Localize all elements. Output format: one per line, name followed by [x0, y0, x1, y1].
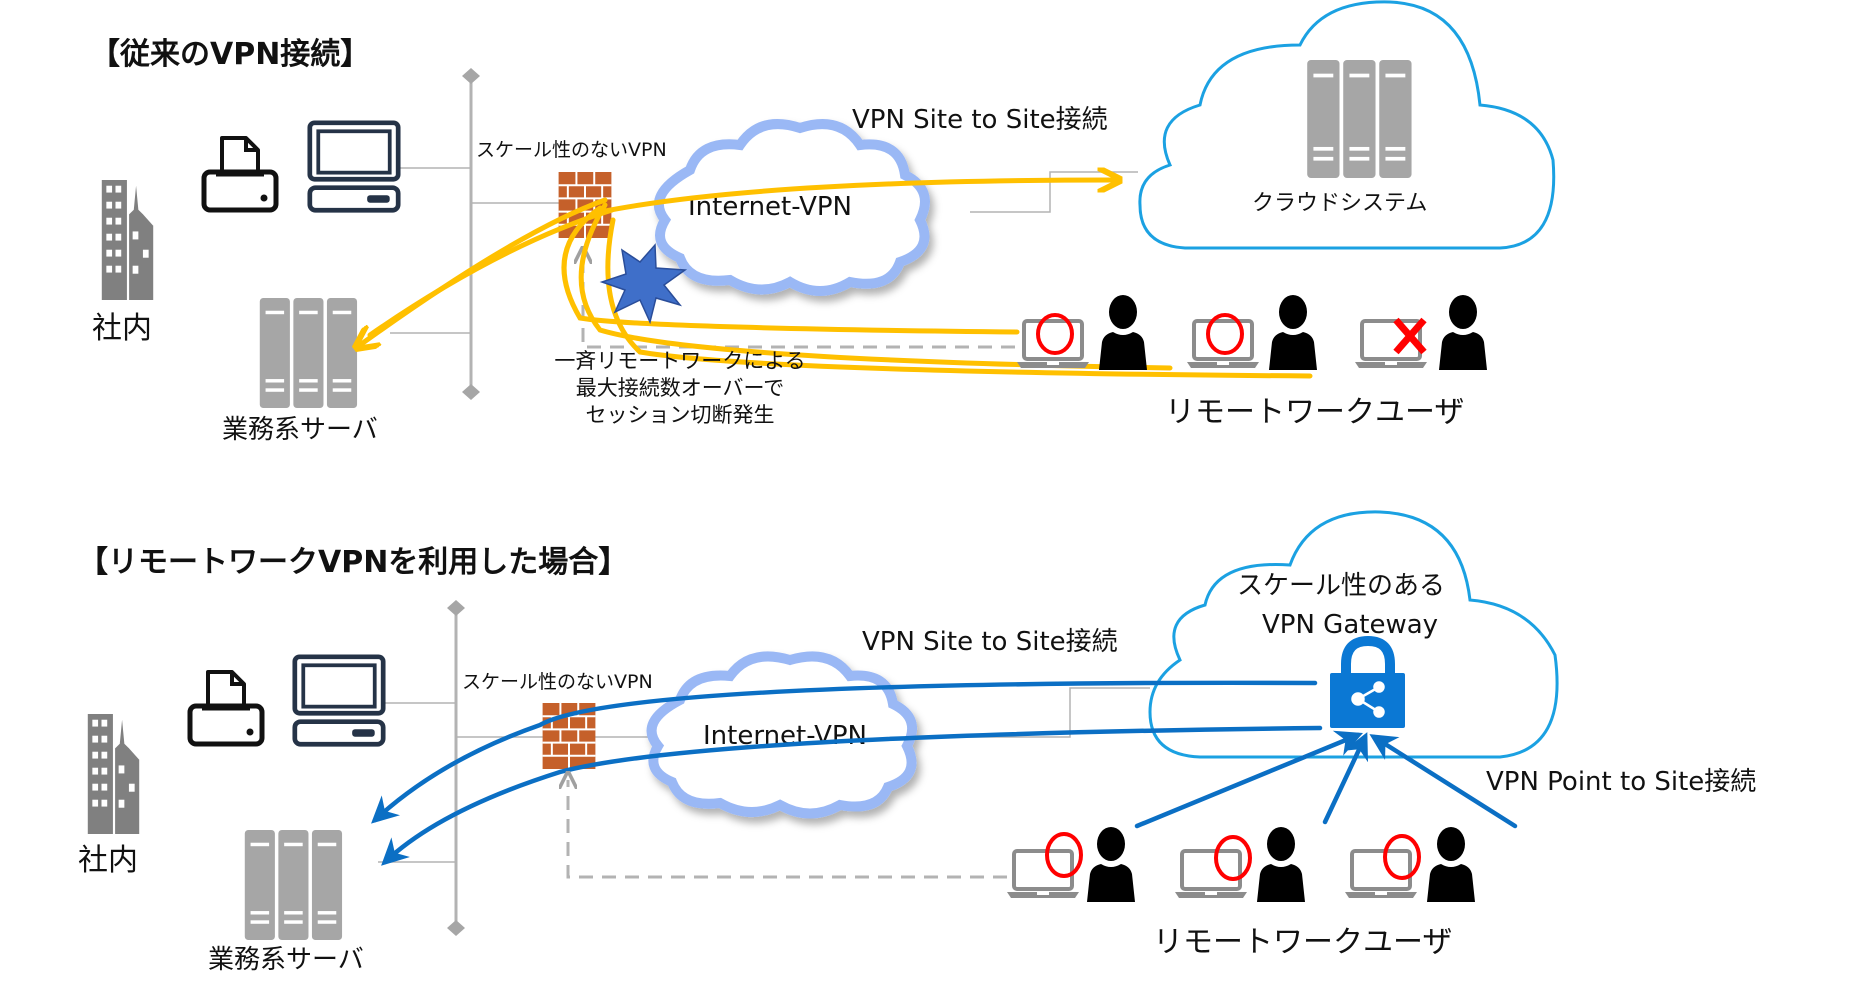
section-title: 【リモートワークVPNを利用した場合】 — [78, 545, 628, 580]
failure-note-line: 最大接続数オーバーで — [576, 376, 785, 400]
remote-user-2 — [1187, 295, 1317, 370]
remote-user-3 — [1345, 827, 1475, 902]
lan-bus — [378, 600, 668, 936]
vpn-gateway-cloud — [1148, 510, 1559, 759]
yellow-vpn-flows — [360, 180, 1313, 379]
flow-gateway-to-server-1 — [371, 680, 1318, 824]
blue-vpn-flows — [371, 680, 1518, 866]
flow-to-cloud — [597, 180, 1115, 215]
cloud-server-icon — [1307, 60, 1412, 178]
office-label: 社内 — [78, 843, 138, 878]
section-conventional-vpn: 【従来のVPN接続】 社内 業務系サーバ スケール性のないVPN Interne… — [90, 0, 1556, 445]
remote-user-1 — [1007, 827, 1135, 902]
flow-user-2 — [578, 202, 1173, 371]
gateway-label-line1: スケール性のある — [1237, 571, 1445, 601]
internet-cloud — [653, 119, 930, 296]
office-building-icon — [101, 180, 154, 300]
cloud-system-label: クラウドシステム — [1252, 191, 1427, 216]
remote-users-label: リモートワークユーザ — [1153, 925, 1452, 960]
flow-user-3 — [605, 217, 1313, 379]
failure-note: 一斉リモートワークによる 最大接続数オーバーで セッション切断発生 — [554, 349, 805, 427]
circle-icon — [1206, 313, 1244, 355]
server-label: 業務系サーバ — [222, 415, 378, 445]
laptop-icon — [1017, 319, 1089, 370]
person-icon — [1269, 295, 1317, 370]
lan-bus — [390, 68, 560, 400]
share-icon — [1351, 681, 1385, 718]
printer-icon — [190, 672, 262, 744]
desktop-pc-icon — [310, 123, 398, 210]
person-icon — [1439, 295, 1487, 370]
flow-gateway-to-server-2 — [381, 725, 1323, 866]
remote-user-2 — [1175, 827, 1305, 902]
laptop-icon — [1187, 319, 1259, 370]
person-icon — [1087, 827, 1135, 902]
laptop-icon — [1345, 849, 1417, 900]
section-title: 【従来のVPN接続】 — [90, 37, 370, 72]
site-to-site-label: VPN Site to Site接続 — [852, 105, 1108, 135]
laptop-icon — [1175, 849, 1247, 900]
person-icon — [1257, 827, 1305, 902]
remote-users-label: リモートワークユーザ — [1165, 395, 1464, 430]
person-icon — [1427, 827, 1475, 902]
wan-link-line — [970, 171, 1138, 213]
collision-burst-icon — [599, 243, 688, 325]
business-server-icon — [244, 830, 343, 940]
office-label: 社内 — [92, 311, 152, 346]
flow-user-2-to-gateway — [1322, 732, 1369, 825]
firewall-label: スケール性のないVPN — [462, 671, 653, 693]
point-to-site-label: VPN Point to Site接続 — [1486, 767, 1756, 797]
flow-user-1-to-gateway — [1134, 730, 1363, 829]
server-label: 業務系サーバ — [208, 945, 364, 975]
gateway-label-line2: VPN Gateway — [1262, 610, 1438, 640]
remote-user-1 — [1017, 295, 1147, 370]
failure-note-line: 一斉リモートワークによる — [554, 349, 805, 373]
printer-icon — [204, 138, 276, 210]
circle-icon — [1036, 313, 1074, 355]
flow-user-3-to-gateway — [1369, 734, 1518, 829]
business-server-icon — [259, 298, 358, 408]
flow-user-1 — [561, 205, 1020, 335]
vpn-gateway-lock-icon — [1330, 635, 1405, 728]
remote-user-3 — [1355, 295, 1487, 370]
site-to-site-label: VPN Site to Site接続 — [862, 627, 1118, 657]
office-building-icon — [87, 714, 140, 834]
person-icon — [1099, 295, 1147, 370]
circle-icon — [1214, 835, 1252, 881]
x-icon — [1393, 317, 1427, 355]
legacy-remote-path — [568, 780, 1007, 879]
circle-icon — [1045, 832, 1083, 878]
section-remote-work-vpn: 【リモートワークVPNを利用した場合】 社内 業務系サーバ スケール性のないVP… — [78, 510, 1756, 975]
firewall-label: スケール性のないVPN — [476, 139, 667, 161]
failure-note-line: セッション切断発生 — [586, 403, 775, 427]
desktop-pc-icon — [295, 657, 383, 744]
circle-icon — [1383, 834, 1421, 880]
